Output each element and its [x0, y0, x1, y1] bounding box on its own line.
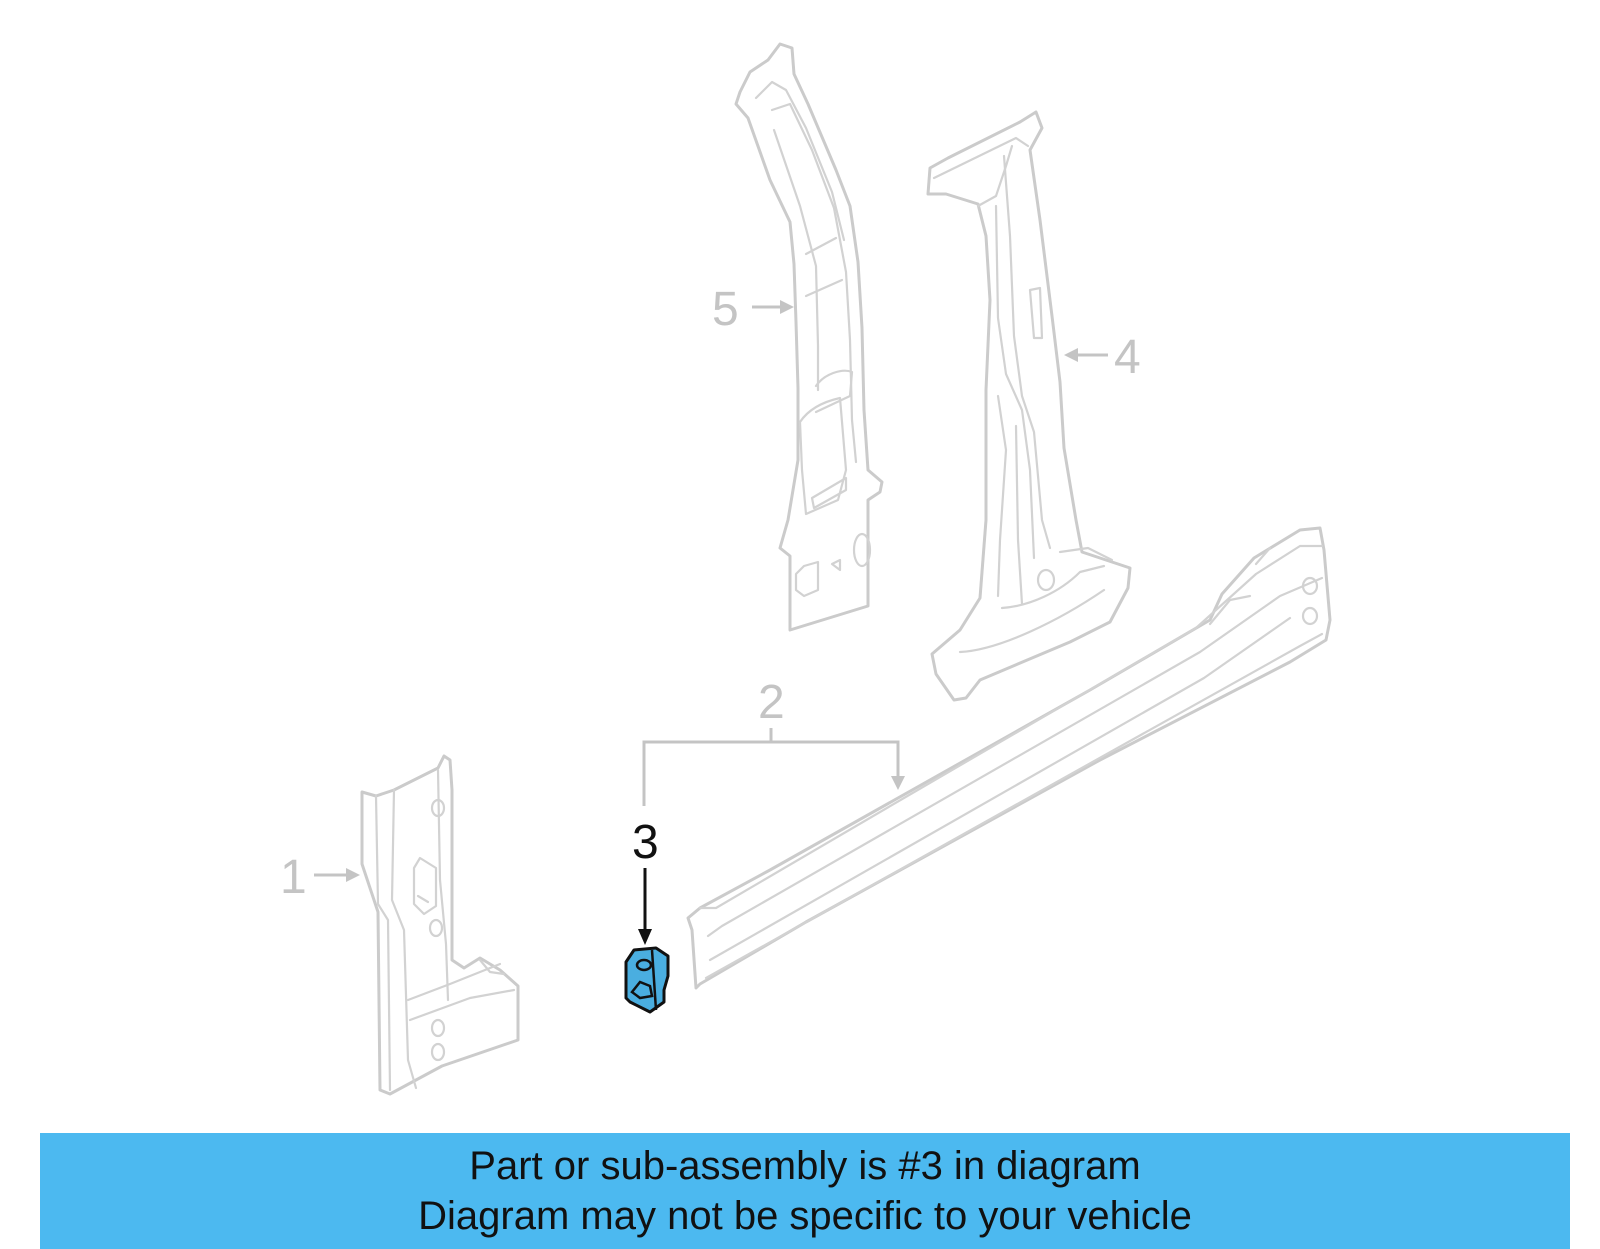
part-5-front-pillar[interactable]	[734, 42, 884, 632]
part-2-rocker-panel[interactable]	[686, 526, 1332, 990]
callout-2-label: 2	[758, 676, 785, 729]
banner-line-2: Diagram may not be specific to your vehi…	[418, 1194, 1192, 1238]
callout-2: 2	[642, 676, 905, 806]
callout-1-label: 1	[280, 851, 307, 904]
part-1-hinge-pillar[interactable]	[360, 754, 520, 1096]
callout-4: 4	[1064, 331, 1141, 384]
callout-5: 5	[712, 283, 794, 336]
banner-line-1: Part or sub-assembly is #3 in diagram	[469, 1144, 1141, 1188]
callout-3: 3	[632, 816, 659, 945]
part-4-center-pillar[interactable]	[926, 110, 1132, 702]
callout-3-label: 3	[632, 816, 659, 869]
notice-banner: Part or sub-assembly is #3 in diagram Di…	[40, 1133, 1570, 1249]
callout-1: 1	[280, 851, 360, 904]
callout-5-label: 5	[712, 283, 739, 336]
part-3-highlighted-bracket[interactable]	[624, 946, 670, 1014]
callout-4-label: 4	[1114, 331, 1141, 384]
